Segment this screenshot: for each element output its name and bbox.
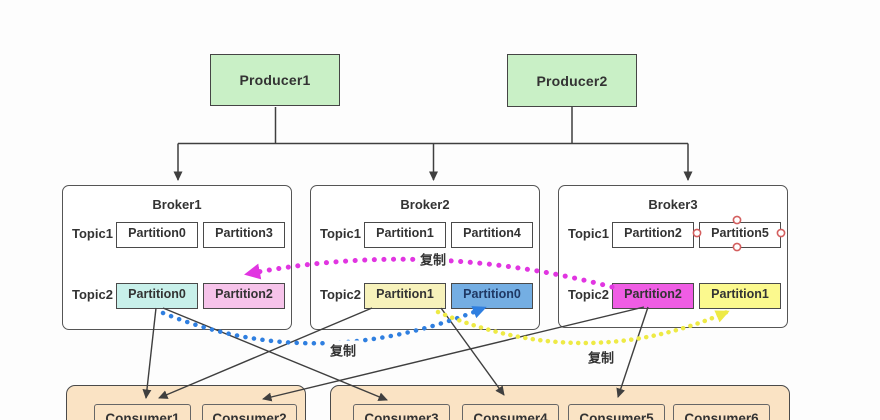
broker1-node[interactable]: Broker1 Topic1 Partition0 Partition3 Top… xyxy=(62,185,292,330)
producer2-node[interactable]: Producer2 xyxy=(507,54,637,107)
broker2-topic1-label: Topic1 xyxy=(320,226,361,241)
broker3-node[interactable]: Broker3 Topic1 Partition2 Partition5 Top… xyxy=(558,185,788,328)
broker1-topic2-label: Topic2 xyxy=(72,287,113,302)
consumer6-label: Consumer6 xyxy=(684,411,759,420)
consumer2-node[interactable]: Consumer2 xyxy=(202,404,297,420)
broker3-topic2-label: Topic2 xyxy=(568,287,609,302)
replication-label-yellow: 复制 xyxy=(584,347,618,367)
consumer1-label: Consumer1 xyxy=(105,411,180,420)
producer2-label: Producer2 xyxy=(536,72,608,89)
partition-label: Partition0 xyxy=(128,226,186,240)
broker3-topic1-label: Topic1 xyxy=(568,226,609,241)
consumer1-node[interactable]: Consumer1 xyxy=(94,404,191,420)
producer1-node[interactable]: Producer1 xyxy=(210,54,340,106)
partition-label: Partition0 xyxy=(463,287,521,301)
broker2-topic1-partition1[interactable]: Partition1 xyxy=(364,222,446,248)
broker1-topic1-partition3[interactable]: Partition3 xyxy=(203,222,285,248)
consumer-group-1[interactable]: Consumer1 Consumer2 xyxy=(66,385,306,420)
broker2-topic2-partition0-replica[interactable]: Partition0 xyxy=(451,283,533,309)
broker1-topic2-partition0-leader[interactable]: Partition0 xyxy=(116,283,198,309)
partition-label: Partition1 xyxy=(376,226,434,240)
broker1-title: Broker1 xyxy=(152,197,202,212)
partition-label: Partition3 xyxy=(215,226,273,240)
consumer-group-2[interactable]: Consumer3 Consumer4 Consumer5 Consumer6 xyxy=(330,385,790,420)
partition-label: Partition4 xyxy=(463,226,521,240)
producer1-label: Producer1 xyxy=(239,72,311,88)
broker3-topic1-partition5-selected[interactable]: Partition5 xyxy=(699,222,781,248)
consumer2-label: Consumer2 xyxy=(212,411,287,420)
consumer4-node[interactable]: Consumer4 xyxy=(462,404,559,420)
replication-label-blue: 复制 xyxy=(326,340,360,360)
broker2-topic2-partition1-leader[interactable]: Partition1 xyxy=(364,283,446,309)
broker3-title: Broker3 xyxy=(648,197,698,212)
broker1-topic2-partition2-replica[interactable]: Partition2 xyxy=(203,283,285,309)
producer-bus xyxy=(173,107,693,181)
partition-label: Partition2 xyxy=(624,226,682,240)
partition-label: Partition1 xyxy=(376,287,434,301)
broker3-topic2-partition2-leader[interactable]: Partition2 xyxy=(612,283,694,309)
consumer4-label: Consumer4 xyxy=(473,411,548,420)
partition-label: Partition0 xyxy=(128,287,186,301)
replication-label-magenta: 复制 xyxy=(416,249,450,269)
consumer6-node[interactable]: Consumer6 xyxy=(673,404,770,420)
broker3-topic2-partition1-replica[interactable]: Partition1 xyxy=(699,283,781,309)
partition-label: Partition2 xyxy=(624,287,682,301)
partition-label: Partition5 xyxy=(711,226,769,240)
partition-label: Partition2 xyxy=(215,287,273,301)
broker1-topic1-partition0[interactable]: Partition0 xyxy=(116,222,198,248)
broker2-title: Broker2 xyxy=(400,197,450,212)
broker1-topic1-label: Topic1 xyxy=(72,226,113,241)
consumer3-label: Consumer3 xyxy=(364,411,439,420)
consumer5-node[interactable]: Consumer5 xyxy=(568,404,665,420)
consumer3-node[interactable]: Consumer3 xyxy=(353,404,450,420)
partition-label: Partition1 xyxy=(711,287,769,301)
broker3-topic1-partition2[interactable]: Partition2 xyxy=(612,222,694,248)
broker2-topic2-label: Topic2 xyxy=(320,287,361,302)
broker2-topic1-partition4[interactable]: Partition4 xyxy=(451,222,533,248)
consumer5-label: Consumer5 xyxy=(579,411,654,420)
